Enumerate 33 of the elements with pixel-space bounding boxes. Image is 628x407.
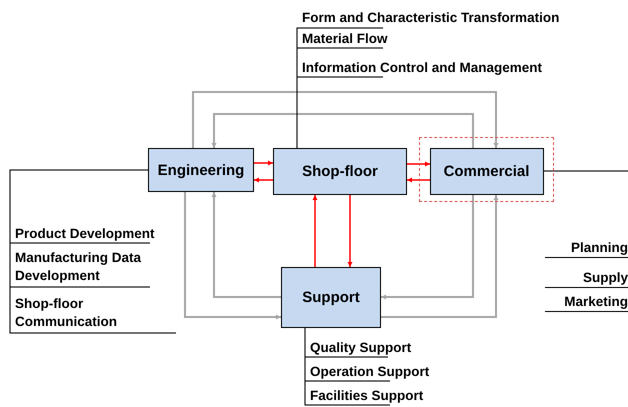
arrow [312,195,318,267]
arrow [254,178,273,182]
function-label: Manufacturing Data Development [15,249,165,287]
function-label: Facilities Support [310,387,470,405]
arrow [212,113,474,148]
function-label: Material Flow [302,30,502,48]
arrow [381,195,498,318]
leader-line [544,170,628,172]
process-box: Commercial [430,148,544,194]
arrow [381,195,474,300]
leader-line [296,76,384,148]
function-label: Information Control and Management [302,59,602,77]
process-box: Support [281,267,381,328]
arrow [212,192,281,298]
arrow [348,195,352,267]
leader-line [10,170,176,334]
arrow [407,162,430,166]
function-label: Supply [545,269,628,288]
function-label: Marketing [545,293,628,312]
arrow [254,160,273,166]
arrow [184,192,281,320]
arrow [407,178,430,182]
function-label: Product Development [15,225,185,243]
function-label: Quality Support [310,339,470,357]
function-label: Planning [545,239,628,258]
arrow [192,91,498,148]
process-box: Engineering [148,148,254,192]
dashed-boundary [419,137,554,202]
leader-line [304,328,390,406]
function-label: Operation Support [310,363,470,381]
function-label: Shop-floor Communication [15,295,175,333]
process-box: Shop-floor [273,148,407,195]
function-label: Form and Characteristic Transformation [302,9,612,28]
